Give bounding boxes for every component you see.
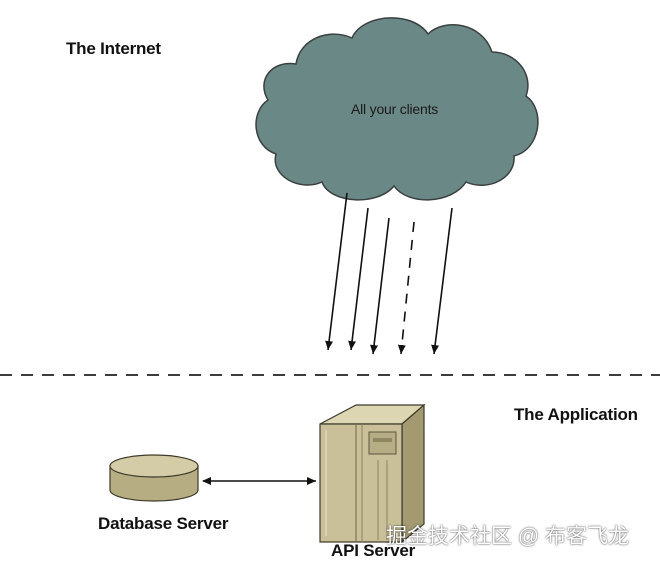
clients-label: All your clients [351, 101, 439, 117]
clients-cloud [255, 17, 539, 201]
api-server-label: API Server [331, 541, 415, 560]
client-arrow-4-dashed [397, 221, 415, 355]
client-arrow-5 [431, 207, 453, 355]
client-arrow-3 [370, 217, 390, 355]
client-arrow-1 [325, 192, 348, 351]
database-server-label: Database Server [98, 514, 229, 533]
internet-label: The Internet [66, 39, 161, 58]
application-label: The Application [514, 405, 638, 424]
database-server-icon [109, 454, 199, 502]
cloud-shape [255, 17, 539, 201]
watermark: 掘金技术社区 @ 布客飞龙 [386, 525, 629, 548]
api-server-icon [319, 403, 426, 544]
client-arrows [325, 192, 453, 355]
client-arrow-2 [348, 207, 369, 351]
